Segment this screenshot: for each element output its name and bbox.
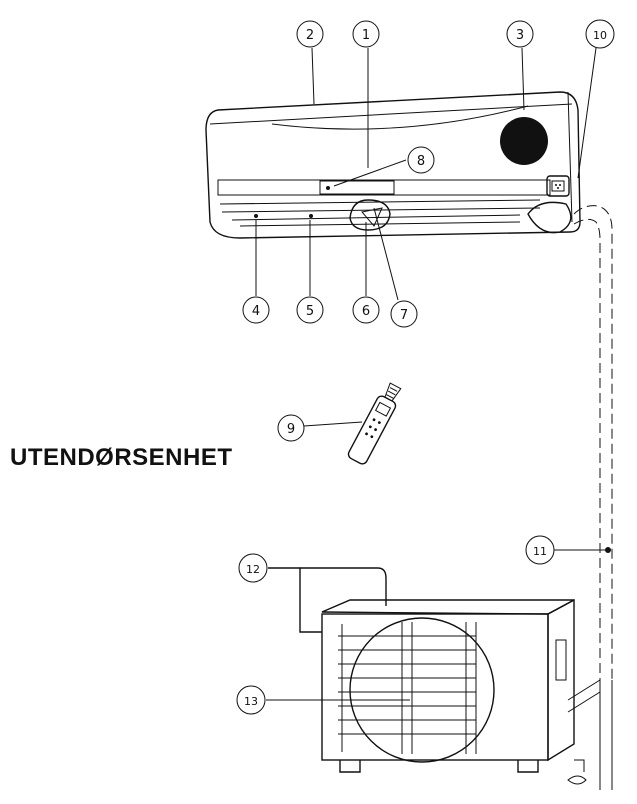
- callout-5: 5: [296, 296, 324, 324]
- callout-11: 11: [525, 535, 555, 565]
- diagram-title: UTENDØRSENHET: [10, 444, 233, 471]
- callout-3: 3: [506, 20, 534, 48]
- callout-2: 2: [296, 20, 324, 48]
- indoor-unit: [205, 91, 581, 239]
- svg-text:7: 7: [400, 308, 408, 323]
- callout-10: 10: [585, 19, 615, 49]
- callout-9: 9: [277, 414, 305, 442]
- display-panel-icon: [546, 175, 570, 197]
- svg-text:10: 10: [593, 29, 607, 42]
- outdoor-grille: [338, 635, 476, 735]
- callout-7: 7: [390, 300, 418, 328]
- svg-text:8: 8: [417, 154, 425, 169]
- svg-text:6: 6: [362, 304, 370, 319]
- svg-text:9: 9: [287, 422, 295, 437]
- svg-text:3: 3: [516, 28, 524, 43]
- indoor-emblem-circle: [500, 117, 548, 165]
- callout-4: 4: [242, 296, 270, 324]
- callout-8: 8: [407, 146, 435, 174]
- svg-text:11: 11: [533, 545, 547, 558]
- connecting-pipe: [567, 205, 613, 790]
- callout-13: 13: [236, 685, 266, 715]
- callout-6: 6: [352, 296, 380, 324]
- leader-lines: [255, 47, 606, 701]
- svg-text:5: 5: [306, 304, 314, 319]
- callout-1: 1: [352, 20, 380, 48]
- svg-text:4: 4: [252, 304, 260, 319]
- svg-text:2: 2: [306, 28, 314, 43]
- svg-text:13: 13: [244, 695, 258, 708]
- outdoor-unit: [321, 598, 587, 785]
- svg-text:1: 1: [362, 28, 370, 43]
- callout-12: 12: [238, 553, 268, 583]
- callouts: 1 2 3 10 8 4 5 6 7 9 11 12 13: [236, 19, 615, 715]
- remote-control: [347, 382, 402, 465]
- svg-text:12: 12: [246, 563, 260, 576]
- fan-circle: [349, 617, 495, 763]
